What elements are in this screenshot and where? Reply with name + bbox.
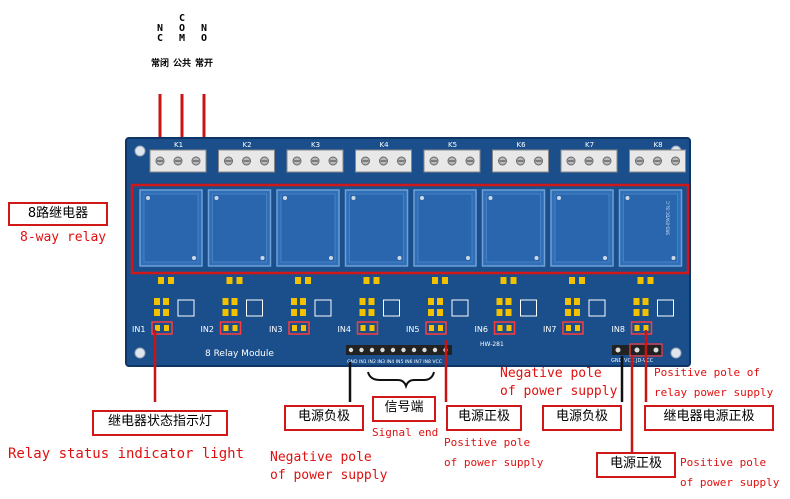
relay	[550, 189, 614, 267]
relay-name-label: K1	[174, 141, 183, 149]
relay: SRD-05VDC-SL-C	[618, 189, 683, 267]
relay-en-label: 8-way relay	[20, 230, 107, 245]
relay-pos-cn-label: 继电器电源正极	[644, 405, 774, 431]
com-sub-label: 公共	[172, 59, 191, 69]
relay	[207, 189, 272, 267]
channel: IN6	[475, 277, 537, 335]
input-label: IN1	[132, 325, 145, 334]
input-label: IN2	[201, 325, 214, 334]
no-sub-label: 常开	[194, 59, 213, 69]
terminal-block: K2	[218, 141, 275, 173]
relay-pos-en-1: Positive pole of	[654, 366, 760, 379]
neg-right-cn-label: 电源负极	[542, 405, 622, 431]
screw-terminal-blocks: K1 K2 K3 K4 K5 K6 K7 K8	[149, 141, 686, 173]
input-label: IN6	[475, 325, 488, 334]
signal-pin-header	[346, 345, 452, 355]
neg-right-en-1: Negative pole	[500, 366, 602, 381]
neg-left-cn-label: 电源负极	[284, 405, 364, 431]
relay-name-label: K7	[585, 141, 594, 149]
terminal-block: K7	[560, 141, 618, 173]
channel: IN7	[543, 277, 606, 335]
relay	[481, 189, 546, 267]
relay	[413, 189, 477, 267]
svg-text:SRD-05VDC-SL-C: SRD-05VDC-SL-C	[666, 201, 671, 235]
terminal-block: K5	[423, 141, 481, 173]
neg-left-en-2: of power supply	[270, 468, 388, 483]
channel: IN8	[612, 277, 674, 335]
signal-en-label: Signal end	[372, 426, 439, 439]
channel: IN5	[406, 277, 469, 335]
relay-name-label: K6	[517, 141, 527, 149]
relay-row: SRD-05VDC-SL-C	[139, 189, 683, 267]
pin-header-label: GND IN1 IN2 IN3 IN4 IN5 IN6 IN7 IN8 VCC	[347, 359, 442, 365]
relay	[276, 189, 340, 267]
pos-mid-en-2: of power supply	[444, 456, 544, 469]
indicator-en-label: Relay status indicator light	[8, 446, 245, 462]
relay-name-label: K3	[311, 141, 320, 149]
com-label: COM	[178, 13, 186, 44]
relay-cn-label: 8路继电器	[8, 202, 108, 226]
channel-components: IN1 IN2 IN3 IN4 IN5 IN6 IN7 IN8	[132, 277, 674, 335]
pos-bottom-en-1: Positive pole	[680, 456, 767, 469]
relay-name-label: K4	[380, 141, 390, 149]
channel: IN2	[201, 277, 263, 335]
input-label: IN8	[612, 325, 625, 334]
pos-mid-cn-label: 电源正极	[446, 405, 522, 431]
leader-lines	[153, 330, 648, 452]
signal-cn-label: 信号端	[372, 396, 436, 422]
relay-pos-en-2: relay power supply	[654, 386, 774, 399]
pos-bottom-en-2: of power supply	[680, 476, 780, 489]
input-label: IN5	[406, 325, 419, 334]
neg-left-en-1: Negative pole	[270, 450, 372, 465]
module-title: 8 Relay Module	[205, 349, 274, 359]
channel: IN4	[338, 277, 400, 335]
neg-right-en-2: of power supply	[500, 384, 618, 399]
input-label: IN7	[543, 325, 556, 334]
relay-name-label: K2	[243, 141, 252, 149]
indicator-cn-label: 继电器状态指示灯	[92, 410, 228, 436]
model-label: HW-281	[480, 341, 504, 348]
channel: IN3	[269, 277, 332, 335]
relay-name-label: K8	[654, 141, 663, 149]
relay	[139, 189, 203, 267]
terminal-block: K6	[492, 141, 549, 173]
pos-bottom-cn-label: 电源正极	[596, 452, 676, 478]
input-label: IN3	[269, 325, 282, 334]
signal-bracket	[367, 371, 435, 390]
pos-mid-en-1: Positive pole	[444, 436, 531, 449]
relay	[344, 189, 409, 267]
nc-sub-label: 常闭	[150, 59, 169, 69]
terminal-block: K8	[629, 141, 686, 173]
no-label: NO	[200, 23, 208, 44]
channel: IN1	[132, 277, 195, 335]
relay-name-label: K5	[448, 141, 457, 149]
terminal-block: K4	[355, 141, 412, 173]
terminal-block: K3	[286, 141, 344, 173]
terminal-block: K1	[149, 141, 207, 173]
input-label: IN4	[338, 325, 351, 334]
relay-highlight-frame	[130, 183, 690, 275]
nc-label: NC	[156, 23, 164, 44]
